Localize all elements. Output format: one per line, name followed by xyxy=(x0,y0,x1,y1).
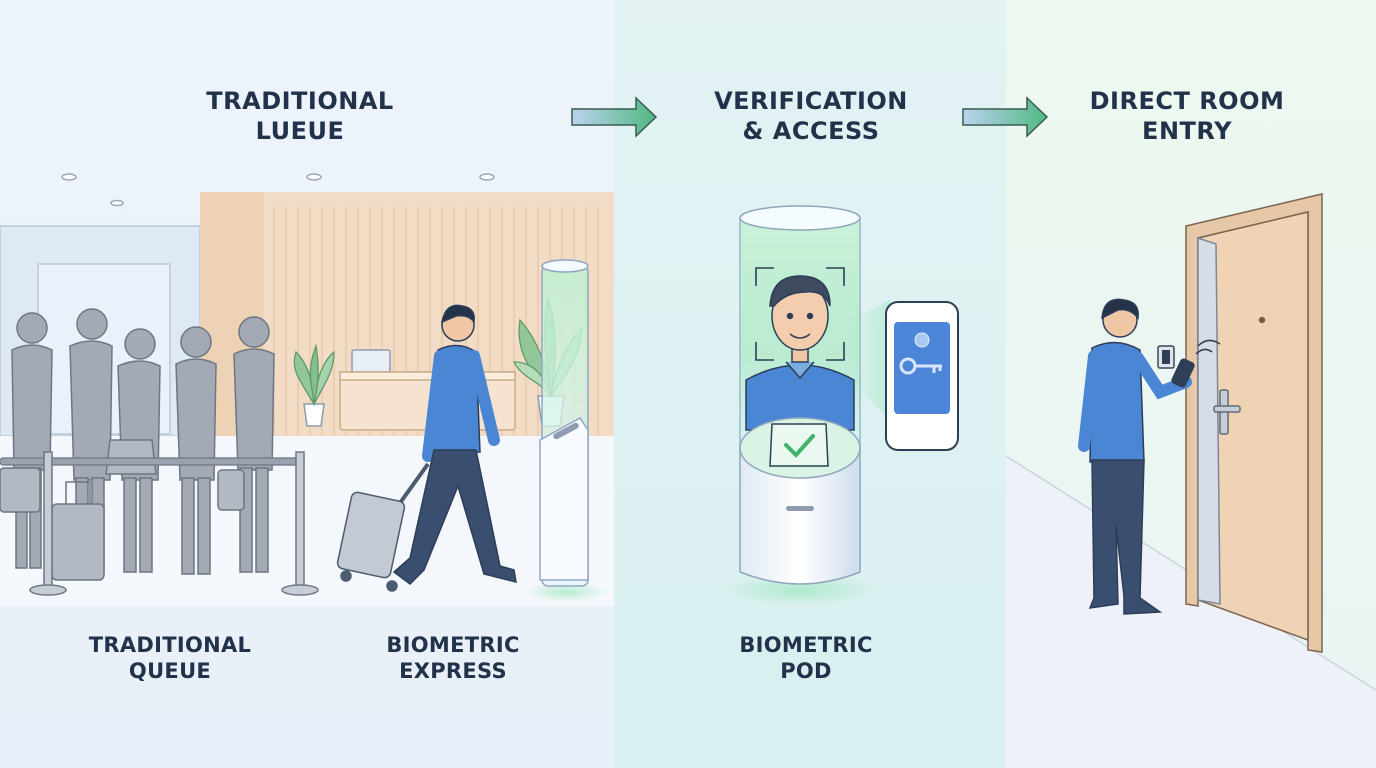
heading-line: DIRECT ROOM xyxy=(1089,87,1285,115)
caption-biometric-pod: BIOMETRIC POD xyxy=(686,632,926,684)
key-icon xyxy=(899,357,942,375)
biometric-express-pillar xyxy=(524,259,608,602)
flow-arrow-icon xyxy=(571,96,658,138)
heading-line: LUEUE xyxy=(255,117,345,145)
caption-biometric-express: BIOMETRIC EXPRESS xyxy=(333,632,573,684)
lobby-scene xyxy=(0,173,614,606)
caption-traditional-queue: TRADITIONAL QUEUE xyxy=(50,632,290,684)
caption-line: QUEUE xyxy=(128,659,212,683)
caption-line: BIOMETRIC xyxy=(739,633,873,657)
user-icon xyxy=(914,332,930,348)
suitcase-icon xyxy=(336,462,430,592)
door-icon xyxy=(1157,193,1323,653)
stage-heading-verification: VERIFICATION & ACCESS xyxy=(681,86,941,146)
face-scan-icon xyxy=(755,267,845,361)
caption-line: BIOMETRIC xyxy=(386,633,520,657)
smartphone-icon xyxy=(885,301,959,451)
checkmark-icon xyxy=(784,434,815,458)
heading-line: & ACCESS xyxy=(742,117,880,145)
biometric-pod xyxy=(722,205,959,606)
guest-at-door xyxy=(1078,298,1195,615)
stage-heading-queue: TRADITIONAL LUEUE xyxy=(170,86,430,146)
room-entry-scene xyxy=(1005,193,1376,768)
queue-barrier xyxy=(0,451,319,596)
stage-heading-room-entry: DIRECT ROOM ENTRY xyxy=(1057,86,1317,146)
traveler-walking xyxy=(392,304,517,585)
caption-line: TRADITIONAL xyxy=(88,633,252,657)
scanned-guest xyxy=(745,275,855,431)
heading-line: TRADITIONAL xyxy=(206,87,394,115)
plant-icon xyxy=(293,343,335,427)
heading-line: VERIFICATION xyxy=(714,87,908,115)
flow-arrow-icon xyxy=(962,96,1049,138)
pod-base xyxy=(739,417,861,585)
caption-line: POD xyxy=(780,659,832,683)
heading-line: ENTRY xyxy=(1142,117,1232,145)
caption-line: EXPRESS xyxy=(399,659,507,683)
